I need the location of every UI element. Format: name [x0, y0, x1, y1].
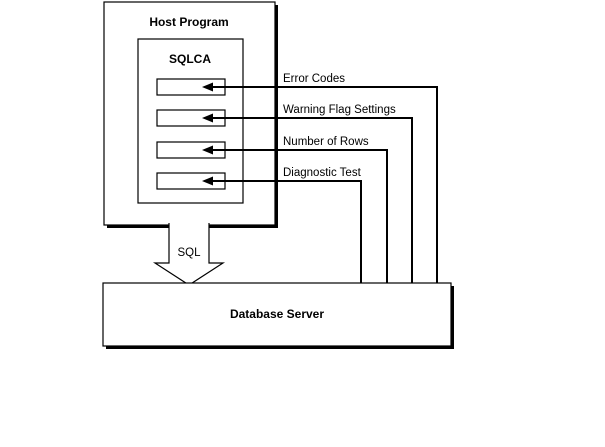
- connector-diagnostic-test-line: [211, 180, 362, 283]
- sql-block-arrow: SQL: [152, 223, 226, 286]
- label-diagnostic-test: Diagnostic Test: [283, 167, 362, 179]
- database-server-label: Database Server: [230, 307, 324, 321]
- label-number-of-rows: Number of Rows: [283, 136, 369, 148]
- database-server-box: Database Server: [102, 282, 454, 349]
- host-program-label: Host Program: [149, 15, 228, 29]
- connector-diagnostic-test-arrowhead-icon: [202, 176, 213, 186]
- connector-error-codes: Error Codes: [202, 73, 438, 283]
- database-server-rect: [102, 282, 452, 347]
- connector-number-of-rows-arrowhead-icon: [202, 145, 213, 155]
- connector-warning-flag-settings-arrowhead-icon: [202, 113, 213, 123]
- connector-number-of-rows: Number of Rows: [202, 136, 388, 283]
- sql-arrow-label: SQL: [177, 247, 201, 259]
- label-error-codes: Error Codes: [283, 73, 345, 85]
- connector-error-codes-line: [211, 86, 438, 283]
- connector-diagnostic-test: Diagnostic Test: [202, 167, 362, 283]
- connector-warning-flag-settings-line: [211, 117, 413, 283]
- connector-warning-flag-settings: Warning Flag Settings: [202, 104, 413, 283]
- sqlca-label: SQLCA: [169, 52, 211, 66]
- label-warning-flag-settings: Warning Flag Settings: [283, 104, 396, 116]
- connector-number-of-rows-line: [211, 149, 388, 283]
- connector-error-codes-arrowhead-icon: [202, 82, 213, 92]
